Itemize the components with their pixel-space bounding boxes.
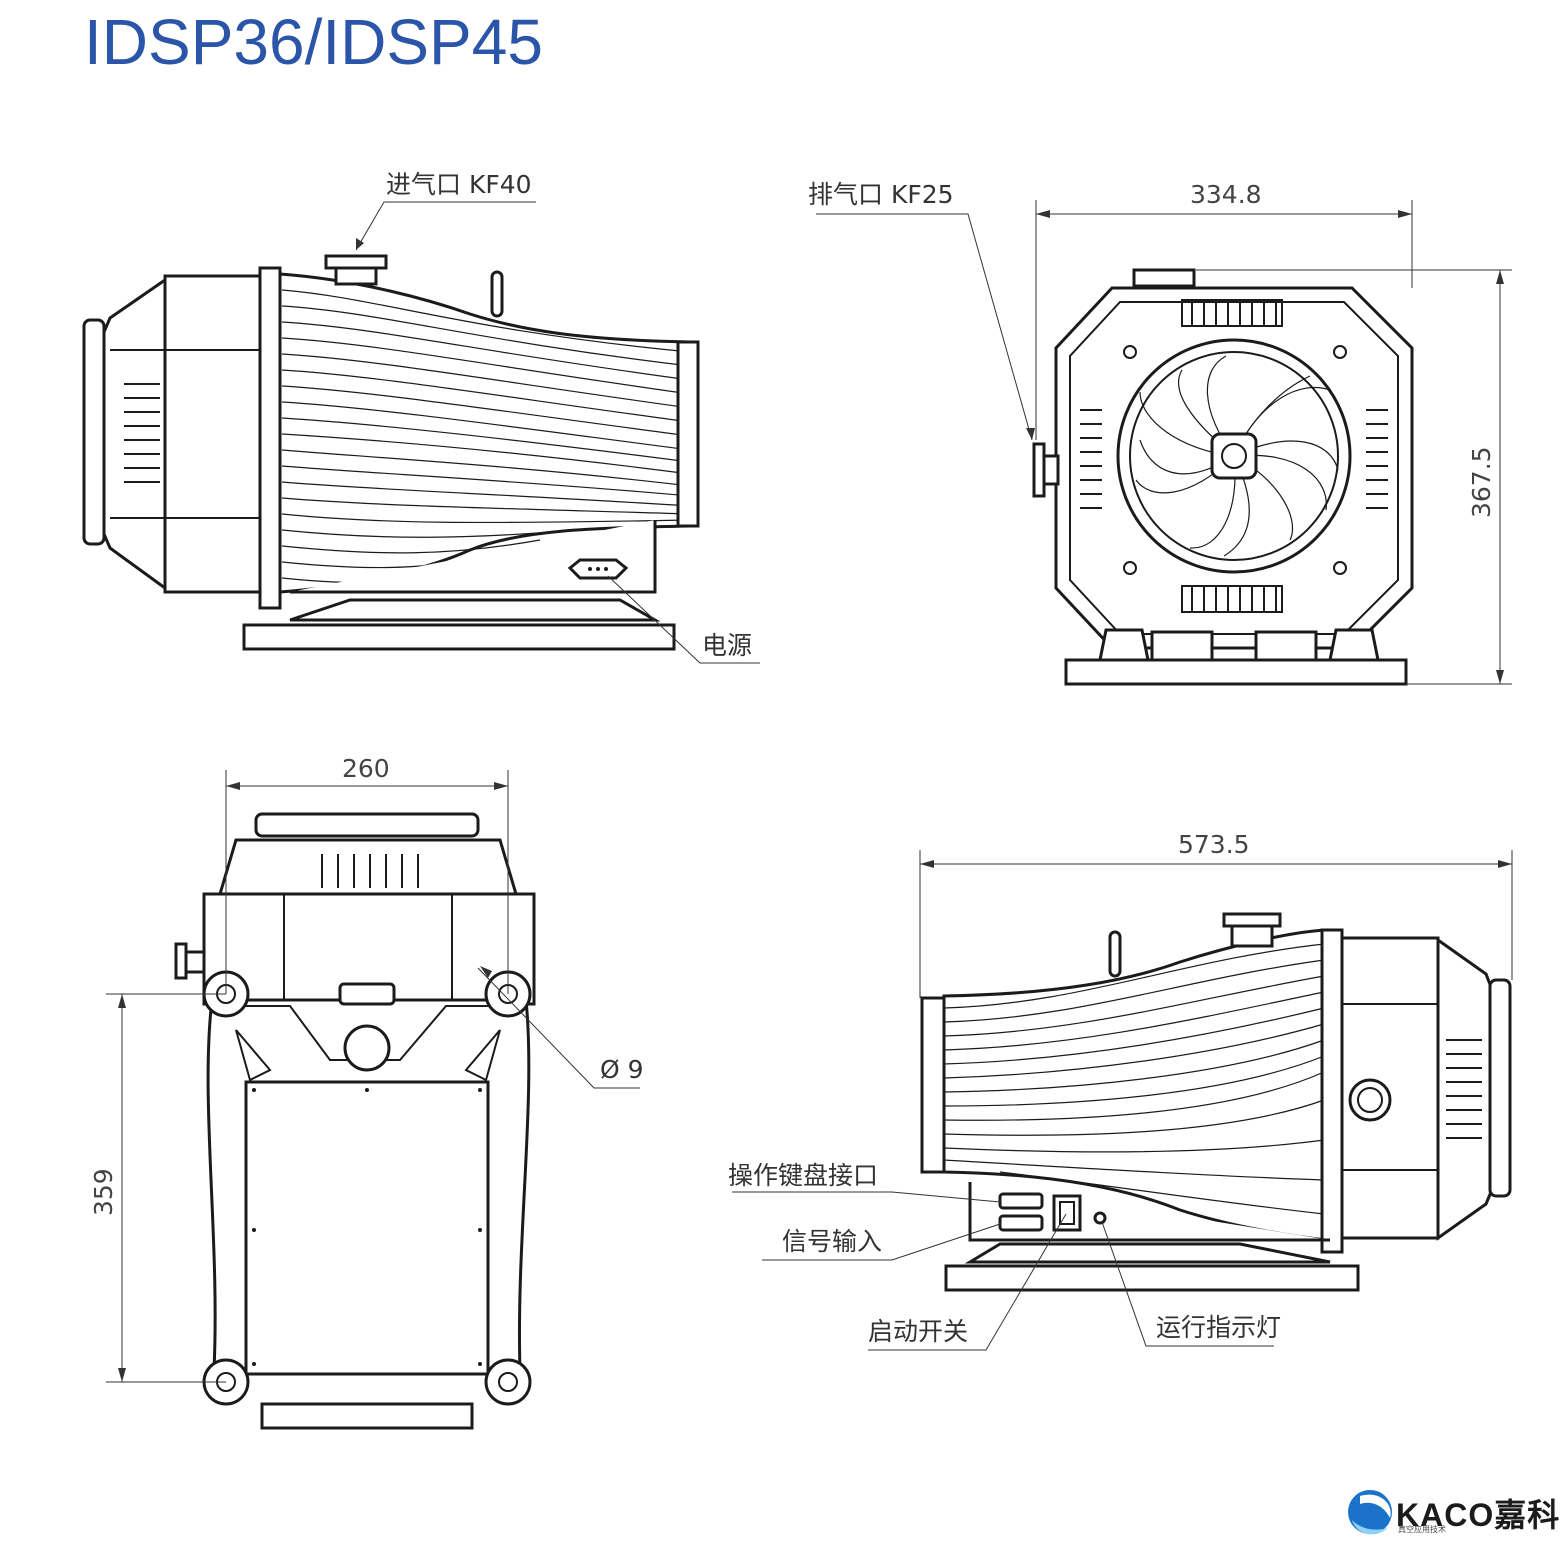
signal-input-label: 信号输入 [782,1227,882,1256]
dim-front-width-text: 334.8 [1190,180,1262,209]
kaco-logo-mark [1348,1490,1392,1535]
run-indicator-label: 运行指示灯 [1156,1313,1281,1342]
dim-bottom-width [225,770,509,994]
bottom-view [174,812,536,1430]
dim-bottom-length-text: 359 [89,1168,118,1216]
dim-side-length [919,850,1513,998]
start-switch-label: 启动开关 [868,1317,968,1346]
dim-side-length-text: 573.5 [1178,830,1250,859]
dim-bottom-length [106,993,226,1383]
side-view-left [82,254,700,651]
hole-diameter-label: Ø 9 [600,1055,644,1084]
dim-front-height-text: 367.5 [1467,446,1496,518]
dim-front-width [1035,200,1413,440]
logo-tagline: 真空应用技术 [1398,1525,1446,1534]
dim-front-height [1196,269,1512,685]
logo-brand-cn: 嘉科 [1494,1497,1561,1533]
exhaust-label: 排气口 KF25 [808,180,954,209]
side-view-right [920,912,1512,1292]
logo-brand-latin: KACO [1396,1497,1495,1533]
keypad-port-label: 操作键盘接口 [728,1161,878,1190]
logo-brand: KACO嘉科 [1396,1490,1560,1536]
inlet-label: 进气口 KF40 [386,170,532,199]
dim-bottom-width-text: 260 [342,754,390,783]
power-label: 电源 [702,631,752,660]
front-view [1032,268,1414,686]
page-title: IDSP36/IDSP45 [84,6,543,78]
